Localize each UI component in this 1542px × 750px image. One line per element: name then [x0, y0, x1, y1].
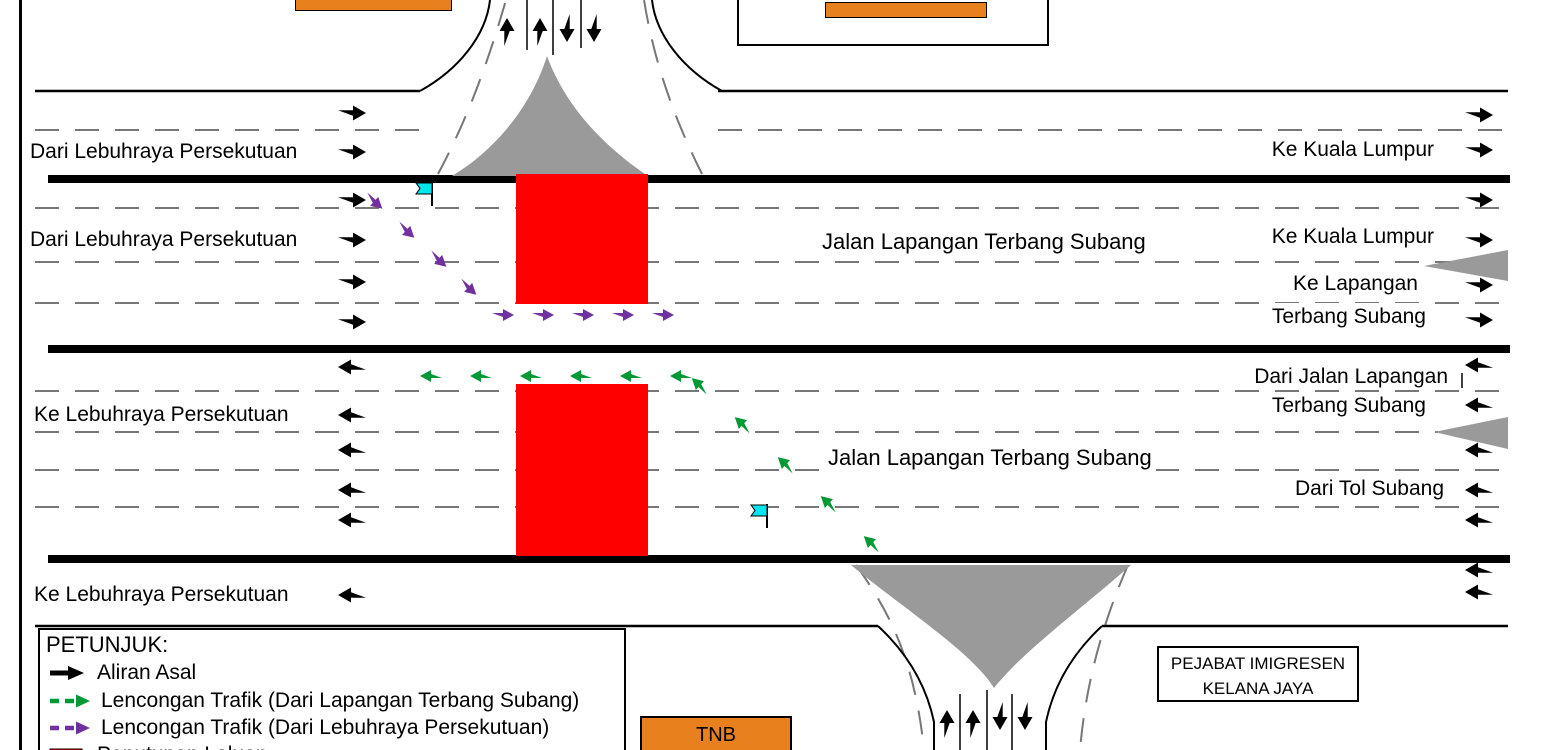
bottom-junction-island: [851, 565, 1131, 688]
purple-dashed-arrow-icon: [50, 721, 90, 735]
label-ke-kuala-lumpur-1: Ke Kuala Lumpur: [1267, 136, 1438, 163]
label-jalan-lapangan-1: Jalan Lapangan Terbang Subang: [818, 228, 1150, 255]
legend-label: Penutupan Laluan: [97, 743, 268, 750]
legend-label: Lencongan Trafik (Dari Lapangan Terbang …: [101, 689, 580, 712]
closure-blocks: [516, 174, 648, 556]
exit-gore-top: [1424, 250, 1508, 281]
legend-item-lencongan-ungu: Lencongan Trafik (Dari Lebuhraya Perseku…: [48, 715, 549, 741]
lane-markings: [35, 0, 1508, 750]
closure-block-top: [516, 174, 648, 304]
pejabat-line2: KELANA JAYA: [1202, 679, 1314, 698]
label-dari-lebuhraya-2: Dari Lebuhraya Persekutuan: [26, 226, 302, 253]
label-dari-jalan-lapangan-line1: Dari Jalan Lapangan: [1250, 363, 1452, 390]
pejabat-line1: PEJABAT IMIGRESEN: [1170, 654, 1346, 673]
label-ke-kuala-lumpur-2: Ke Kuala Lumpur: [1267, 223, 1438, 250]
legend: PETUNJUK: Aliran Asal Lencongan Trafik (…: [38, 628, 626, 750]
legend-title: PETUNJUK:: [46, 632, 169, 657]
tnb-label: TNB: [696, 724, 736, 746]
legend-item-aliran-asal: Aliran Asal: [48, 660, 196, 686]
legend-item-penutupan: Penutupan Laluan: [48, 742, 268, 750]
label-ke-lebuhraya-1: Ke Lebuhraya Persekutuan: [30, 401, 293, 428]
orange-sign-top-right: [825, 2, 987, 18]
merge-gore-bottom: [1434, 417, 1508, 449]
cyan-flag-icon: [750, 503, 768, 529]
legend-label: Aliran Asal: [97, 661, 197, 684]
legend-label: Lencongan Trafik (Dari Lebuhraya Perseku…: [101, 716, 550, 739]
diagram-left-border: [19, 0, 22, 750]
median-islands: [452, 56, 1508, 688]
orange-sign-top-left: [295, 0, 452, 11]
building-top-right: [737, 0, 1049, 46]
pejabat-imigresen-sign: PEJABAT IMIGRESEN KELANA JAYA: [1157, 646, 1359, 702]
label-ke-lebuhraya-2: Ke Lebuhraya Persekutuan: [30, 581, 293, 608]
green-dashed-arrow-icon: [50, 694, 90, 708]
label-dari-lebuhraya-1: Dari Lebuhraya Persekutuan: [26, 138, 302, 165]
label-dari-tol-subang: Dari Tol Subang: [1290, 475, 1448, 502]
label-ke-lapangan-line1: Ke Lapangan: [1289, 270, 1422, 297]
black-arrow-icon: [50, 666, 84, 680]
cyan-flag-icon: [415, 181, 433, 207]
legend-item-lencongan-hijau: Lencongan Trafik (Dari Lapangan Terbang …: [48, 688, 579, 714]
label-ke-lapangan-line2: Terbang Subang: [1267, 303, 1430, 330]
tnb-substation-sign: TNB: [640, 716, 792, 750]
label-dari-jalan-lapangan-line2: Terbang Subang: [1267, 392, 1430, 419]
label-jalan-lapangan-2: Jalan Lapangan Terbang Subang: [824, 444, 1156, 471]
green-diversion-arrows: [420, 370, 885, 556]
closure-block-bottom: [516, 384, 648, 556]
top-junction-island: [452, 56, 648, 176]
road-edges: [35, 0, 1510, 750]
